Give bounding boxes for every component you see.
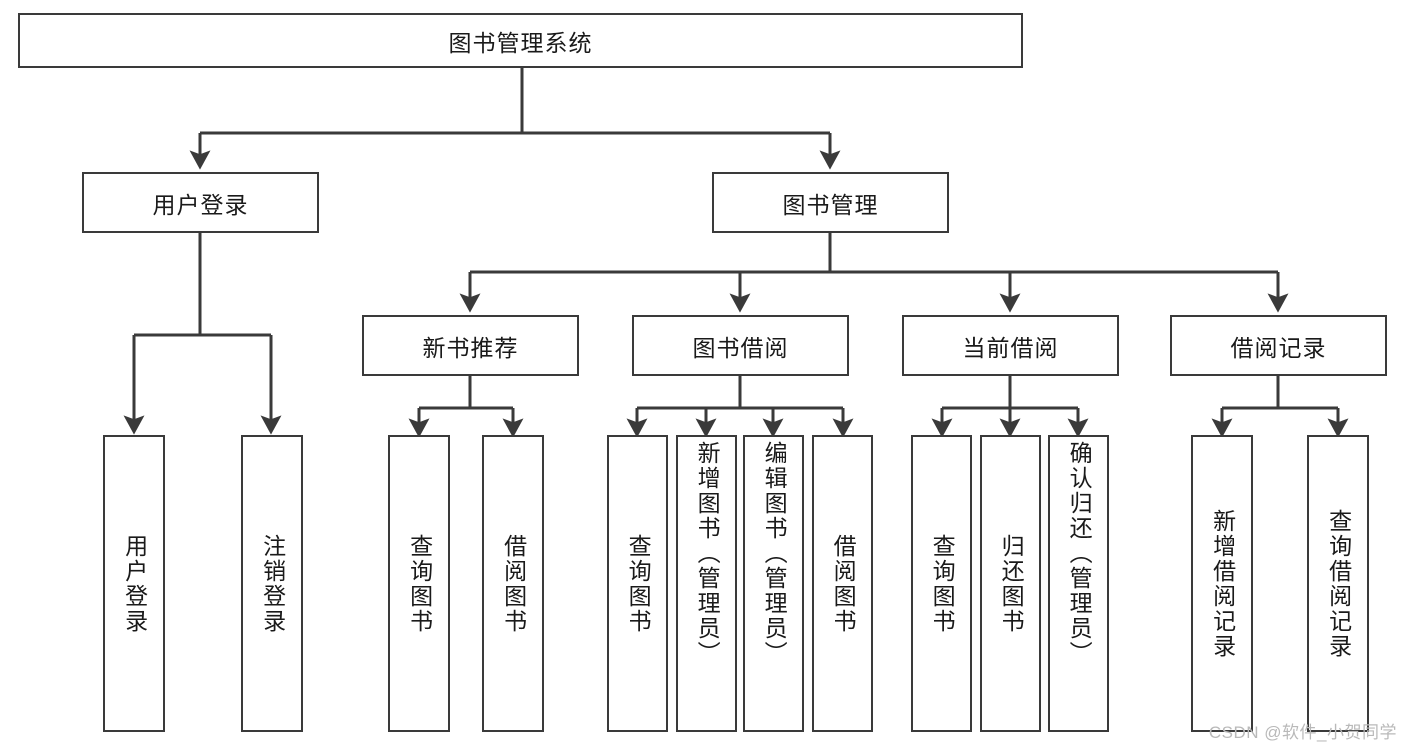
node-book-borrow[interactable]: 图书借阅 (632, 315, 849, 376)
leaf-borrow-book-recommend[interactable]: 借阅图书 (482, 435, 544, 732)
node-label: 查询借阅记录 (1325, 508, 1352, 659)
csdn-watermark: CSDN @软件_小贺同学 (1208, 723, 1397, 742)
node-label: 图书管理 (782, 191, 879, 218)
leaf-query-borrow-record[interactable]: 查询借阅记录 (1307, 435, 1369, 732)
leaf-logout[interactable]: 注销登录 (241, 435, 303, 732)
node-label: 查询图书 (625, 533, 652, 634)
leaf-borrow-book[interactable]: 借阅图书 (812, 435, 873, 732)
node-label: 查询图书 (406, 533, 433, 634)
leaf-query-book-current[interactable]: 查询图书 (911, 435, 972, 732)
leaf-edit-book-admin[interactable]: 编辑图书（管理员） (743, 435, 804, 732)
node-label: 用户登录 (152, 191, 249, 218)
node-label: 用户登录 (121, 533, 148, 634)
node-label: 新书推荐 (422, 334, 519, 361)
node-book-management[interactable]: 图书管理 (712, 172, 949, 233)
node-label: 当前借阅 (962, 334, 1059, 361)
node-root-system[interactable]: 图书管理系统 (18, 13, 1023, 68)
node-new-book-recommend[interactable]: 新书推荐 (362, 315, 579, 376)
node-borrow-records[interactable]: 借阅记录 (1170, 315, 1387, 376)
node-label: 新增借阅记录 (1209, 508, 1236, 659)
node-user-login[interactable]: 用户登录 (82, 172, 319, 233)
leaf-add-borrow-record[interactable]: 新增借阅记录 (1191, 435, 1253, 732)
node-label: 确认归还（管理员） (1066, 441, 1093, 666)
node-label: 借阅图书 (830, 533, 857, 634)
leaf-query-book-borrow[interactable]: 查询图书 (607, 435, 668, 732)
node-label: 新增图书（管理员） (694, 441, 721, 666)
node-current-borrow[interactable]: 当前借阅 (902, 315, 1119, 376)
leaf-user-login[interactable]: 用户登录 (103, 435, 165, 732)
node-label: 查询图书 (929, 533, 956, 634)
leaf-query-book-recommend[interactable]: 查询图书 (388, 435, 450, 732)
leaf-return-book[interactable]: 归还图书 (980, 435, 1041, 732)
node-label: 图书借阅 (692, 334, 789, 361)
node-label: 归还图书 (998, 533, 1025, 634)
node-label: 图书管理系统 (448, 29, 593, 56)
node-label: 编辑图书（管理员） (761, 441, 788, 666)
node-label: 注销登录 (259, 533, 286, 634)
node-label: 借阅图书 (500, 533, 527, 634)
node-label: 借阅记录 (1230, 334, 1327, 361)
leaf-confirm-return-admin[interactable]: 确认归还（管理员） (1048, 435, 1109, 732)
leaf-add-book-admin[interactable]: 新增图书（管理员） (676, 435, 737, 732)
